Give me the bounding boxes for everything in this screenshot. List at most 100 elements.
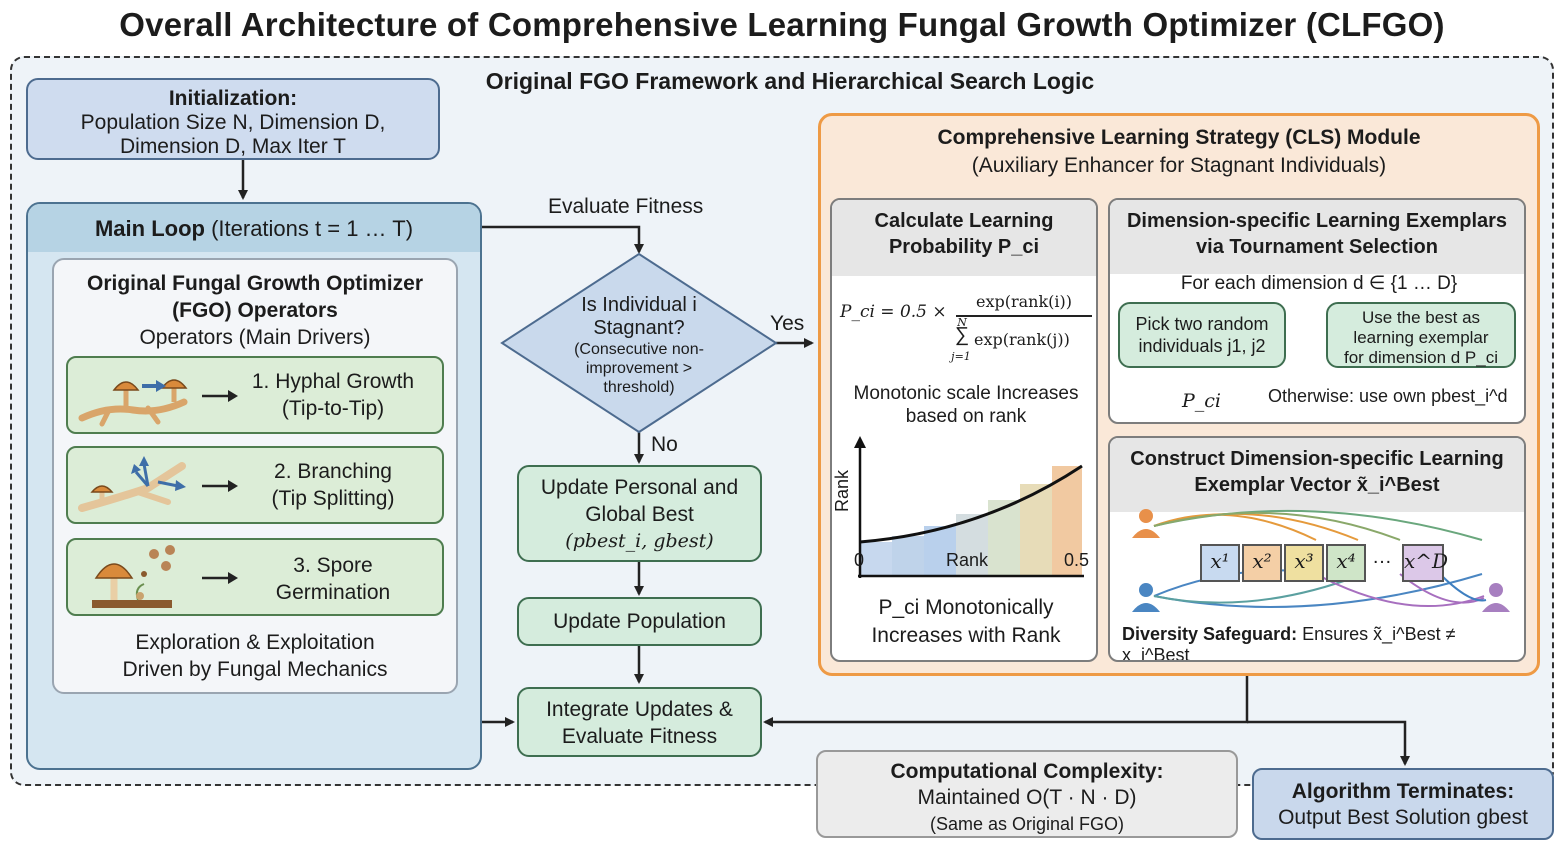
update-best-line3: (pbest_i, gbest) xyxy=(565,530,714,552)
probability-panel: Calculate Learning Probability P_ci P_ci… xyxy=(830,198,1098,662)
exemplar-x3: x³ xyxy=(1284,544,1324,582)
framework-title: Original FGO Framework and Hierarchical … xyxy=(485,68,1095,94)
operator-3-line1: 3. Spore xyxy=(293,554,373,577)
plot-y-label: Rank xyxy=(832,469,852,512)
diversity-safeguard: Diversity Safeguard: Ensures x̃_i^Best ≠… xyxy=(1122,624,1524,662)
diversity-rest: Ensures x̃_i^Best ≠ x_i^Best xyxy=(1122,624,1456,662)
operator-3-text: 3. Spore Germination xyxy=(228,552,438,606)
main-loop-heading: Main Loop xyxy=(94,216,205,241)
update-best-line2: Global Best xyxy=(585,503,694,526)
operator-3-line2: Germination xyxy=(275,581,391,604)
initialization-box: Initialization: Population Size N, Dimen… xyxy=(26,78,440,160)
integrate-updates-box: Integrate Updates & Evaluate Fitness xyxy=(517,687,762,757)
otherwise-label: Otherwise: use own pbest_i^d xyxy=(1268,386,1508,406)
no-label: No xyxy=(651,433,678,456)
init-line1: Population Size N, Dimension D, xyxy=(80,111,386,134)
formula-fraction-bar xyxy=(956,315,1092,317)
tournament-panel-header: Dimension-specific Learning Exemplars vi… xyxy=(1110,200,1524,274)
page-title: Overall Architecture of Comprehensive Le… xyxy=(119,6,1445,43)
arrow-right-icon xyxy=(202,390,238,402)
plot-band-1 xyxy=(860,542,892,576)
complexity-line1: Computational Complexity: xyxy=(890,760,1164,783)
integrate-line2: Evaluate Fitness xyxy=(561,725,718,748)
person-icon-orange xyxy=(1132,509,1160,538)
cls-title: Comprehensive Learning Strategy (CLS) Mo… xyxy=(937,126,1421,149)
decision-line2: Stagnant? xyxy=(593,317,685,339)
operator-hyphal-growth: 1. Hyphal Growth (Tip-to-Tip) xyxy=(66,356,444,434)
sum-bottom: j=1 xyxy=(951,350,971,363)
monotonic-caption: Monotonic scale Increases based on rank xyxy=(832,382,1096,428)
y-axis-arrowhead xyxy=(854,436,866,448)
use-best-box: Use the best as learning exemplar for di… xyxy=(1326,302,1516,368)
decision-text: Is Individual i Stagnant? (Consecutive n… xyxy=(540,294,738,397)
probability-head1: Calculate Learning xyxy=(874,210,1054,232)
exemplar-xD: x^D xyxy=(1402,544,1448,582)
arrow-right-icon xyxy=(202,572,238,584)
pick-line1: Pick two random xyxy=(1135,314,1269,334)
arrow-loop-to-decision xyxy=(482,225,644,254)
construct-head1: Construct Dimension-specific Learning xyxy=(1130,448,1504,470)
tournament-head1: Dimension-specific Learning Exemplars xyxy=(1126,210,1508,232)
terminate-line1: Algorithm Terminates: xyxy=(1291,780,1515,803)
person-icon-blue xyxy=(1132,583,1160,612)
hyphal-growth-icon xyxy=(78,379,188,427)
operator-2-line1: 2. Branching xyxy=(274,460,392,483)
init-heading: Initialization: xyxy=(168,87,298,110)
use-line2: learning exemplar xyxy=(1353,328,1489,347)
monotonic-line1: Monotonic scale Increases xyxy=(853,383,1079,404)
probability-footer: P_ci Monotonically Increases with Rank xyxy=(832,594,1096,650)
update-population-box: Update Population xyxy=(517,597,762,646)
plot-x-max: 0.5 xyxy=(1064,550,1090,570)
decision-line1: Is Individual i xyxy=(581,294,697,316)
complexity-box: Computational Complexity: Maintained O(T… xyxy=(816,750,1238,838)
operator-2-line2: (Tip Splitting) xyxy=(271,487,395,510)
integrate-line1: Integrate Updates & xyxy=(546,698,733,721)
construct-head2: Exemplar Vector x̃_i^Best xyxy=(1194,474,1440,496)
fgo-title: Original Fungal Growth Optimizer (FGO) O… xyxy=(60,270,450,351)
plot-band-3 xyxy=(924,526,956,576)
formula-numerator: exp(rank(i)) xyxy=(975,292,1072,311)
pci-label: P_ci xyxy=(1182,390,1222,412)
diversity-bold: Diversity Safeguard: xyxy=(1122,624,1298,644)
plot-x-min: 0 xyxy=(854,550,865,570)
spore-germination-icon xyxy=(92,545,175,608)
sum-top: N xyxy=(957,316,967,329)
fgo-footer: Exploration & Exploitation Driven by Fun… xyxy=(60,629,450,683)
construct-panel: Construct Dimension-specific Learning Ex… xyxy=(1108,436,1526,662)
pick-line2: individuals j1, j2 xyxy=(1138,336,1266,356)
main-loop-sub: (Iterations t = 1 … T) xyxy=(211,216,414,241)
use-line3: for dimension d P_ci xyxy=(1343,348,1499,367)
construct-panel-header: Construct Dimension-specific Learning Ex… xyxy=(1110,438,1524,512)
fgo-footer-line1: Exploration & Exploitation xyxy=(135,631,375,654)
terminate-line2: Output Best Solution gbest xyxy=(1278,806,1528,829)
decision-line3: (Consecutive non- xyxy=(574,341,704,358)
formula-denominator: exp(rank(j)) xyxy=(974,330,1070,349)
exemplar-x1: x¹ xyxy=(1200,544,1240,582)
main-loop-header: Main Loop (Iterations t = 1 … T) xyxy=(28,204,480,252)
arrow-right-icon xyxy=(202,480,238,492)
probability-foot2: Increases with Rank xyxy=(871,624,1061,647)
update-best-box: Update Personal and Global Best (pbest_i… xyxy=(517,465,762,562)
decision-diamond xyxy=(500,252,778,434)
decision-line5: threshold) xyxy=(603,379,675,396)
probability-head2: Probability P_ci xyxy=(888,236,1040,258)
complexity-line2: Maintained O(T · N · D) xyxy=(917,786,1137,809)
exemplar-x4: x⁴ xyxy=(1326,544,1366,582)
operator-2-text: 2. Branching (Tip Splitting) xyxy=(228,458,438,512)
cls-title-block: Comprehensive Learning Strategy (CLS) Mo… xyxy=(820,124,1538,180)
fgo-footer-line2: Driven by Fungal Mechanics xyxy=(122,658,388,681)
exemplar-x2: x² xyxy=(1242,544,1282,582)
probability-panel-header: Calculate Learning Probability P_ci xyxy=(832,200,1096,276)
operator-1-text: 1. Hyphal Growth (Tip-to-Tip) xyxy=(228,368,438,422)
formula-lhs: P_ci = 0.5 × xyxy=(840,302,947,322)
use-line1: Use the best as xyxy=(1361,308,1481,327)
rank-curve-plot xyxy=(854,436,1084,578)
operator-branching: 2. Branching (Tip Splitting) xyxy=(66,446,444,524)
fgo-title-line2: (FGO) Operators xyxy=(172,299,338,322)
init-line2: Dimension D, Max Iter T xyxy=(119,135,346,158)
plot-band-2 xyxy=(892,536,924,576)
update-best-line1: Update Personal and xyxy=(540,476,739,499)
tournament-head2: via Tournament Selection xyxy=(1196,236,1438,258)
fgo-subtitle: Operators (Main Drivers) xyxy=(139,326,371,349)
